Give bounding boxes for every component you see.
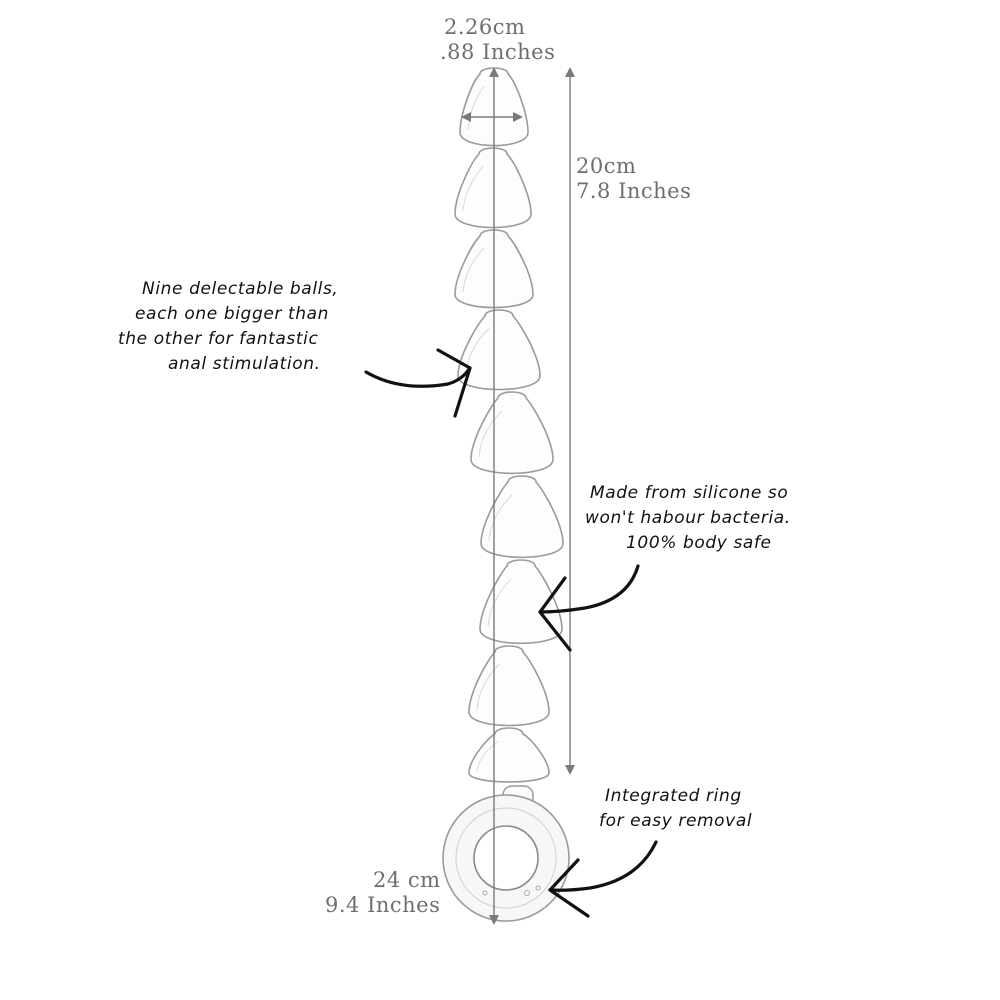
width-in-label: .88 Inches	[440, 40, 555, 64]
length-in-label: 7.8 Inches	[576, 179, 691, 203]
bead-9	[468, 727, 550, 783]
material-note-line-3: 100% body safe	[626, 533, 772, 553]
total-cm-label: 24 cm	[373, 868, 441, 892]
bead-2-highlight	[462, 166, 484, 212]
total-in-label: 9.4 Inches	[325, 893, 440, 917]
bead-1-highlight	[467, 85, 485, 131]
bead-6	[480, 475, 564, 559]
bead-4	[457, 309, 541, 391]
material-pointer-arrow-icon	[538, 564, 640, 652]
ring-note-line-1: Integrated ring	[605, 786, 742, 806]
bead-chain	[454, 67, 564, 783]
bead-4-highlight	[465, 328, 490, 374]
bead-3-highlight	[462, 247, 485, 293]
ring-pointer-arrow-icon	[548, 840, 658, 918]
balls-pointer-arrow-icon	[364, 348, 472, 418]
material-note-line-1: Made from silicone so	[590, 483, 788, 503]
length-cm-label: 20cm	[576, 154, 636, 178]
balls-note-line-1: Nine delectable balls,	[142, 279, 338, 299]
width-cm-label: 2.26cm	[444, 15, 525, 39]
balls-note-line-4: anal stimulation.	[168, 354, 321, 374]
bead-8	[468, 645, 550, 727]
ring-illustration	[442, 785, 570, 922]
bead-5	[470, 391, 554, 475]
bead-2	[454, 147, 532, 229]
balls-note-line-3: the other for fantastic	[118, 329, 318, 349]
bead-7	[479, 559, 563, 644]
material-note-line-2: won't habour bacteria.	[585, 508, 791, 528]
ring-note-line-2: for easy removal	[599, 811, 752, 831]
balls-note-line-2: each one bigger than	[135, 304, 329, 324]
